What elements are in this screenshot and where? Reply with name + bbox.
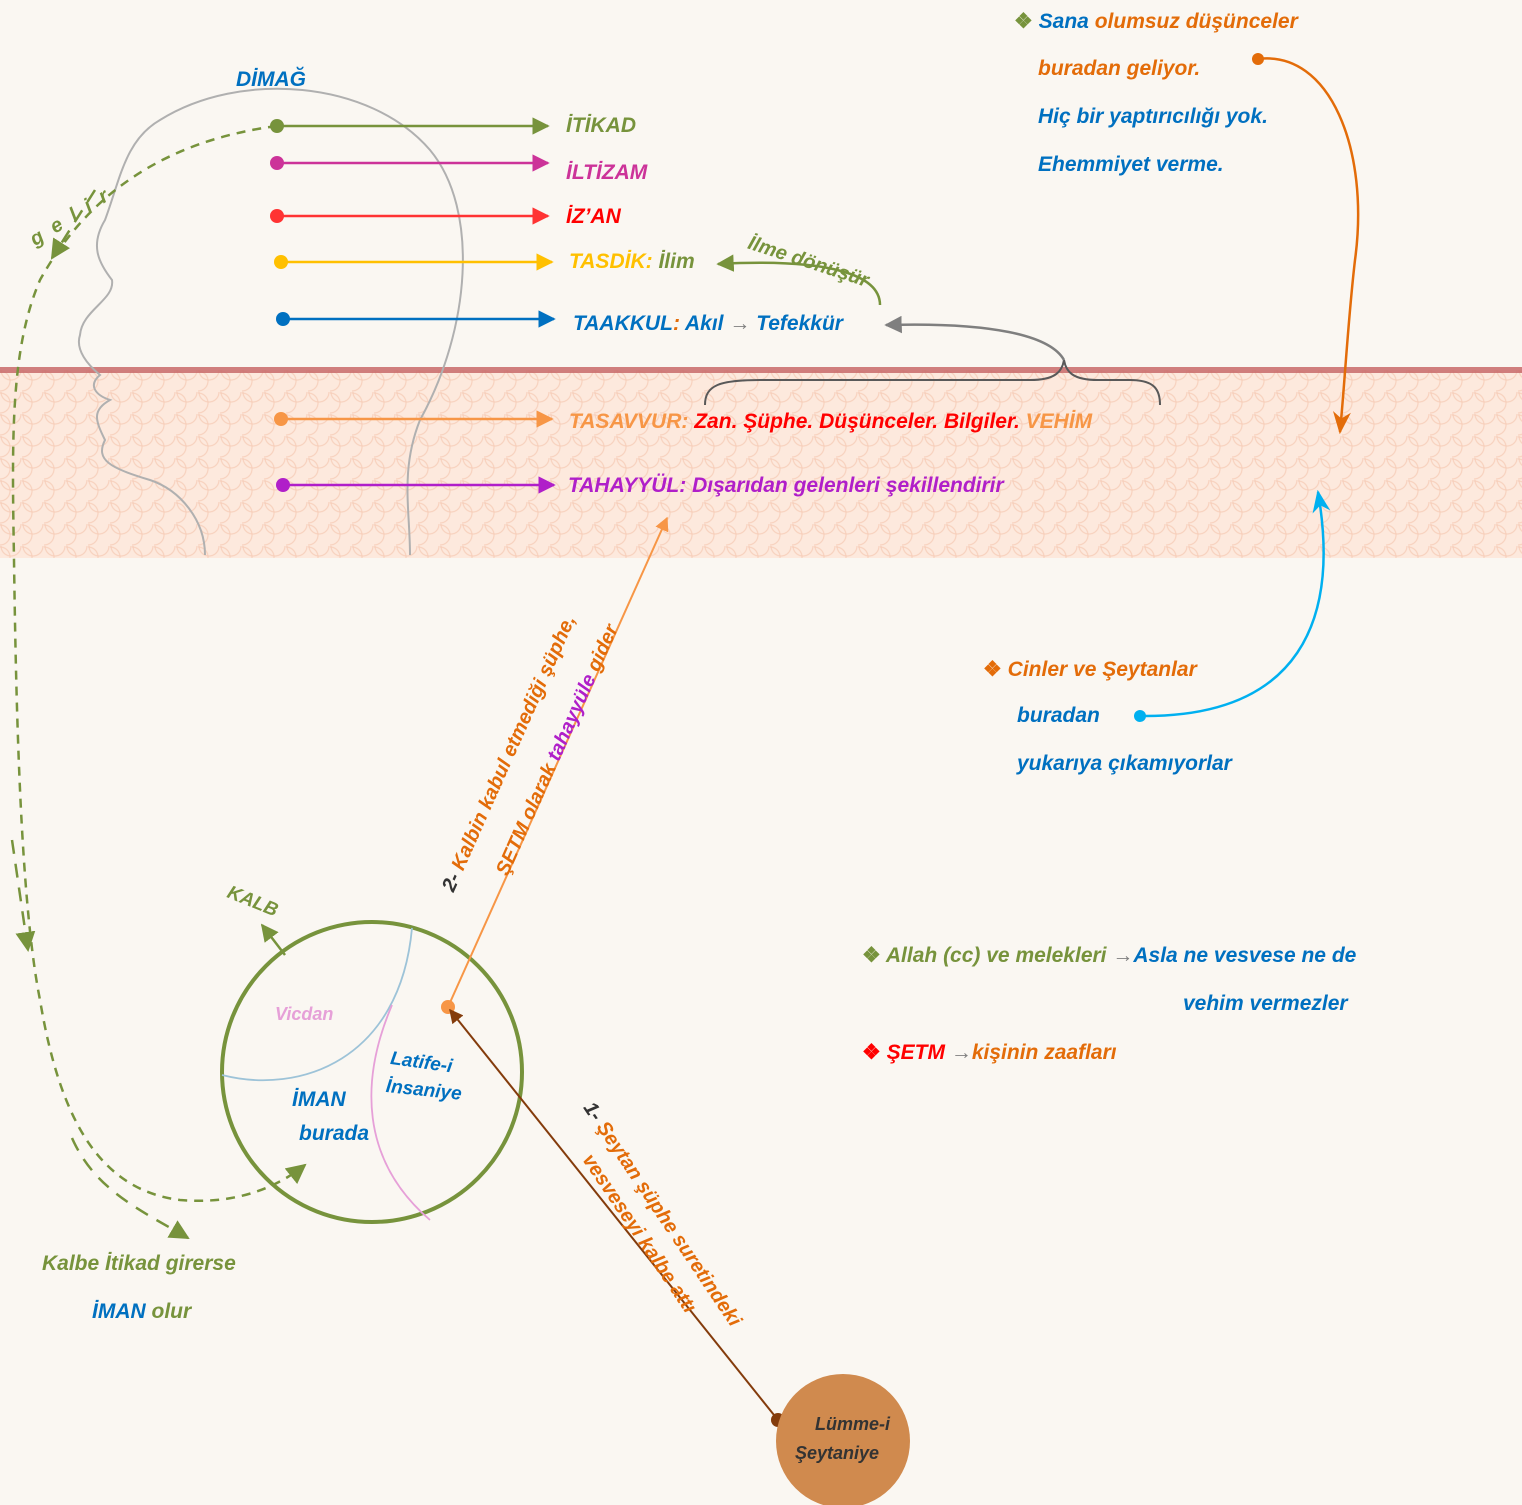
cinler-line3: yukarıya çıkamıyorlar	[1017, 752, 1232, 775]
right-arrow-icon: →	[950, 1041, 972, 1064]
gelir-dashed-path	[11, 124, 307, 1202]
diamond-bullet-icon: ❖	[862, 1041, 881, 1064]
cinler-line2: buradan	[1017, 704, 1100, 727]
iman-olur-label: İMAN olur	[92, 1300, 192, 1323]
allah-note-line1: ❖ Allah (cc) ve melekleri →Asla ne vesve…	[862, 944, 1357, 967]
diamond-bullet-icon: ❖	[1014, 10, 1033, 33]
diamond-bullet-icon: ❖	[983, 658, 1002, 681]
top-note-line3: Hiç bir yaptırıcılığı yok.	[1038, 105, 1268, 128]
brace-to-tefekkur-arrow	[884, 315, 1066, 361]
faculty-tahayyul: TAHAYYÜL:	[568, 474, 687, 497]
right-arrow-icon: →	[729, 312, 751, 335]
faculty-tasavvur: TASAVVUR:	[569, 410, 689, 433]
step2-arrow	[447, 516, 669, 1008]
right-arrow-icon: →	[1112, 944, 1134, 967]
vehim-label: VEHİM	[1025, 410, 1093, 433]
faculty-tasavvur-row: TASAVVUR: Zan. Şüphe. Düşünceler. Bilgil…	[569, 410, 1092, 434]
brace	[704, 359, 1161, 406]
faculty-izan: İZ’AN	[566, 205, 621, 228]
lumme-circle	[776, 1374, 910, 1505]
faculty-arrows	[270, 117, 556, 494]
faculty-tasdik-row: TASDİK: İlim	[569, 250, 695, 274]
faculty-taakkul: TAAKKUL	[573, 312, 673, 335]
band-top-border	[0, 367, 1522, 373]
tahayyul-desc: Dışarıdan gelenleri şekillendirir	[692, 474, 1004, 497]
heart-circle	[220, 920, 524, 1224]
top-note-arrow	[1257, 57, 1360, 435]
faculty-tasdik: TASDİK:	[569, 250, 653, 273]
faculty-tahayyul-row: TAHAYYÜL: Dışarıdan gelenleri şekillendi…	[568, 474, 1004, 498]
dimag-label: DİMAĞ	[236, 68, 306, 91]
lumme-label-2: Şeytaniye	[795, 1443, 880, 1463]
akil-label: Akıl	[685, 312, 724, 335]
head-outline	[77, 87, 464, 556]
cinler-arrow	[1139, 489, 1331, 718]
setm-note: ❖ ŞETM →kişinin zaafları	[862, 1041, 1117, 1064]
lumme-label-1: Lümme-i	[815, 1414, 891, 1434]
iman-label-2: burada	[299, 1122, 370, 1145]
faculty-taakkul-row: TAAKKUL: Akıl → Tefekkür	[573, 312, 843, 335]
ilim-label: İlim	[658, 250, 695, 273]
top-note-line2: buradan geliyor.	[1038, 57, 1201, 80]
cinler-line1: ❖ Cinler ve Şeytanlar	[983, 658, 1197, 681]
faculty-iltizam: İLTİZAM	[566, 161, 648, 184]
vicdan-label: Vicdan	[275, 1004, 334, 1024]
kalbe-itikad-label: Kalbe İtikad girerse	[42, 1252, 236, 1275]
ilme-donusur-arrow	[716, 254, 882, 306]
faculty-itikad: İTİKAD	[566, 114, 636, 137]
diamond-bullet-icon: ❖	[862, 944, 881, 967]
allah-note-line2: vehim vermezler	[1183, 992, 1348, 1015]
step1-arrow	[449, 1008, 779, 1421]
top-note-line4: Ehemmiyet verme.	[1038, 153, 1224, 176]
iman-label-1: İMAN	[292, 1088, 346, 1111]
tasavvur-contents: Zan. Şüphe. Düşünceler. Bilgiler.	[694, 410, 1020, 433]
kalb-arrow	[260, 923, 286, 956]
tefekkur-label: Tefekkür	[756, 312, 843, 335]
imagination-band	[0, 370, 1522, 558]
top-note-line1: ❖ Sana olumsuz düşünceler	[1014, 10, 1298, 33]
